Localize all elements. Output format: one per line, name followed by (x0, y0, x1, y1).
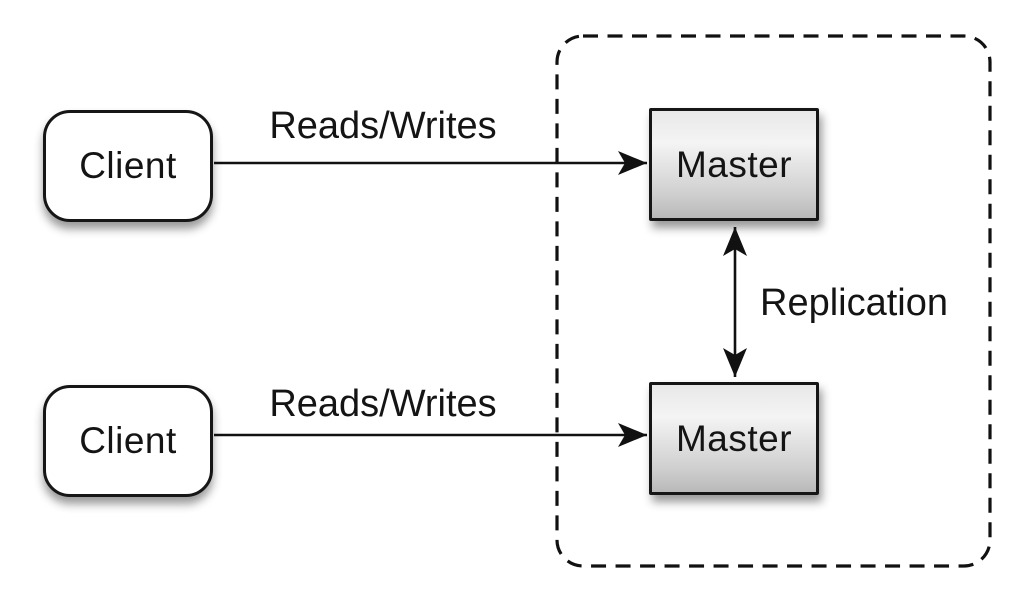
reads-writes-label-top: Reads/Writes (269, 105, 497, 147)
master-node-1-label: Master (675, 143, 793, 185)
master-node-2-label: Master (675, 417, 793, 459)
master-node-1: Master (649, 108, 819, 221)
client-node-2-label: Client (79, 420, 177, 461)
client-node-1-label: Client (79, 145, 177, 186)
client-node-1: Client (43, 110, 213, 222)
reads-writes-label-bottom: Reads/Writes (269, 383, 497, 425)
client-node-2: Client (43, 385, 213, 497)
replication-label: Replication (760, 282, 948, 324)
replication-cluster-boundary (555, 34, 992, 568)
master-node-2: Master (649, 382, 819, 495)
